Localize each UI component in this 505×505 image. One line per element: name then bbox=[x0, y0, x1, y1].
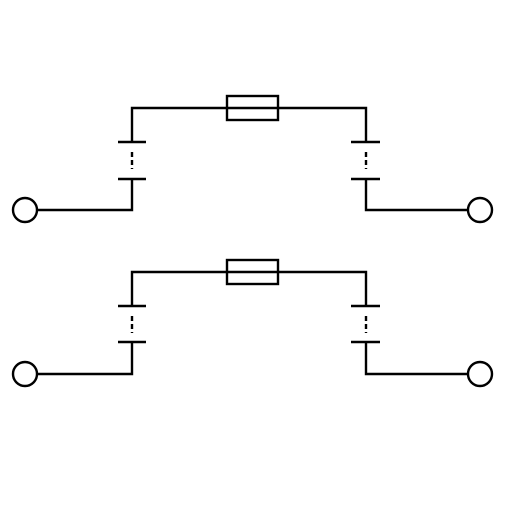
circuit-2 bbox=[11, 258, 494, 388]
circuit-1 bbox=[11, 94, 494, 224]
wire-left-lead bbox=[37, 179, 134, 212]
wire-left-lead bbox=[37, 342, 134, 376]
wire-right-lead bbox=[364, 179, 468, 212]
wire-top-right bbox=[278, 106, 368, 142]
terminal-right-icon bbox=[466, 196, 494, 224]
wire-right-lead bbox=[364, 342, 468, 376]
terminal-right-icon bbox=[466, 360, 494, 388]
wire-top-right bbox=[278, 270, 368, 306]
wire-top-left bbox=[130, 270, 227, 306]
wire-top-left bbox=[130, 106, 227, 142]
